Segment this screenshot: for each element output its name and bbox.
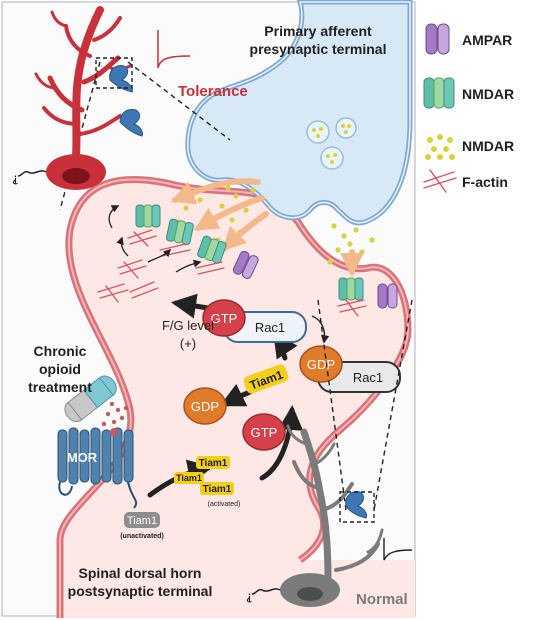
tolerance-zoom-box xyxy=(95,57,133,89)
synaptic-vesicles xyxy=(306,117,357,170)
normal-axon xyxy=(251,588,281,595)
f-actin-icon xyxy=(423,169,457,193)
fg-level-label: F/G level xyxy=(162,318,214,333)
tolerance-label: Tolerance xyxy=(178,83,248,100)
gdp-node xyxy=(299,345,343,383)
axon-terminal-icon: ⸘ xyxy=(12,171,18,185)
normal-presynaptic-bouton xyxy=(345,491,367,519)
nmdar-icon xyxy=(423,77,455,109)
tolerance-nucleus xyxy=(62,168,90,184)
gtp-label: GTP xyxy=(251,425,278,440)
mor-receptor xyxy=(57,427,138,509)
chronic-opioid-label: opioid xyxy=(39,361,81,377)
tiam1-badge xyxy=(196,456,230,469)
nmdar-receptor xyxy=(197,235,227,264)
f-actin-filaments xyxy=(97,229,367,317)
chronic-opioid-label: Chronic xyxy=(34,343,87,359)
opioid-ligand xyxy=(110,428,118,436)
tiam1-label: Tiam1 xyxy=(203,484,232,495)
opioid-particles xyxy=(101,401,129,427)
chronic-opioid-label: treatment xyxy=(28,379,92,395)
tiam1-inactive-badge xyxy=(124,512,160,528)
ampar-receptor xyxy=(377,283,398,309)
tolerance-neuron xyxy=(34,6,132,162)
normal-nucleus xyxy=(297,587,323,601)
postsynaptic-title: Spinal dorsal horn xyxy=(79,565,202,581)
legend-label-nmdar: NMDAR xyxy=(462,86,514,102)
ampar-icon xyxy=(425,23,450,55)
gtp-label: GTP xyxy=(211,311,238,326)
tiam1-badge xyxy=(174,472,204,484)
tiam1-label: Tiam1 xyxy=(176,473,202,483)
tiam1-active-badge xyxy=(243,364,289,394)
gdp-label: GDP xyxy=(191,399,219,414)
rac1-label: Rac1 xyxy=(353,370,383,385)
tolerance-axon xyxy=(17,170,47,177)
postsynaptic-title: postsynaptic terminal xyxy=(68,583,213,599)
rac1-label: Rac1 xyxy=(255,320,285,335)
nmdar-receptor xyxy=(135,204,161,228)
tiam1-activated-note: (activated) xyxy=(208,501,241,508)
tiam1-unactivated-note: (unactivated) xyxy=(120,533,164,540)
receptor-trafficking-arrows xyxy=(170,178,364,277)
presynaptic-title: presynaptic terminal xyxy=(250,41,387,57)
legend: AMPAR NMDAR NMDAR F-actin xyxy=(423,23,514,193)
nmdar-receptor xyxy=(165,218,194,246)
axon-terminal-icon: ⸘ xyxy=(246,589,252,603)
tiam1-badge xyxy=(200,482,234,495)
normal-zoom-box xyxy=(339,491,375,523)
vesicle-dots-icon xyxy=(425,134,455,160)
normal-label: Normal xyxy=(356,591,408,608)
mor-label: MOR xyxy=(67,450,98,465)
legend-label-ampar: AMPAR xyxy=(462,32,512,48)
gdp-node xyxy=(183,387,227,425)
presynaptic-title: Primary afferent xyxy=(264,23,372,39)
ampar-receptor xyxy=(232,250,259,280)
tiam1-label: Tiam1 xyxy=(127,515,157,527)
tolerance-trace-icon xyxy=(157,30,191,69)
tolerance-presynaptic-boutons xyxy=(109,65,143,137)
legend-label-f-actin: F-actin xyxy=(462,174,508,190)
gdp-label: GDP xyxy=(307,357,335,372)
opioid-capsule-icon xyxy=(64,375,117,422)
nmdar-receptor xyxy=(338,277,364,301)
tiam1-label: Tiam1 xyxy=(199,458,228,469)
gtp-node xyxy=(202,299,246,337)
actin-remodeling-arrows xyxy=(108,205,202,273)
gtp-node xyxy=(242,413,286,451)
normal-trace-icon xyxy=(383,538,413,561)
fg-level-sign: (+) xyxy=(180,336,196,351)
legend-label-nmdar-ligand: NMDAR xyxy=(462,138,514,154)
rac1-cycle-arrow xyxy=(311,315,330,344)
